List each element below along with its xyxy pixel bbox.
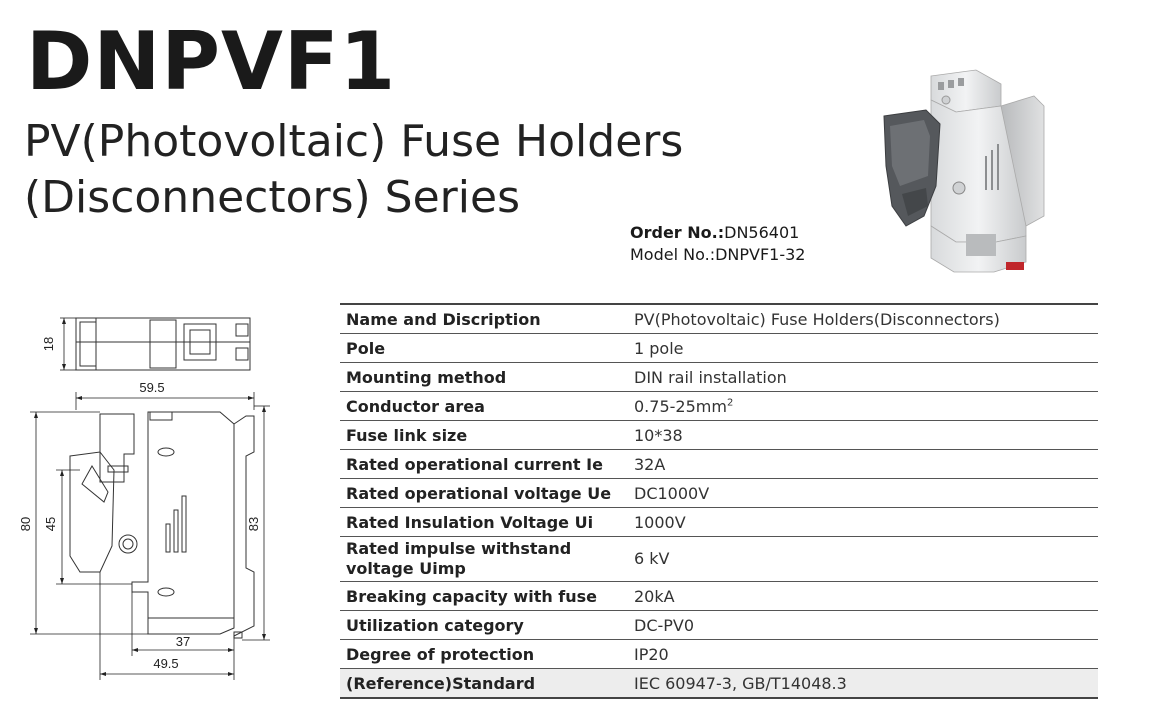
- spec-key: Breaking capacity with fuse: [340, 581, 622, 611]
- dim-80: 80: [20, 517, 33, 531]
- conductor-area-value: 0.75-25mm: [634, 396, 727, 416]
- spec-key-line-1: Rated impulse withstand: [346, 539, 572, 558]
- subtitle-line-2: (Disconnectors) Series: [24, 172, 520, 223]
- spec-value: 1000V: [622, 507, 1098, 537]
- dim-83: 83: [246, 517, 261, 531]
- subtitle-line-1: PV(Photovoltaic) Fuse Holders: [24, 116, 684, 167]
- spec-value: 32A: [622, 449, 1098, 479]
- spec-key: Conductor area: [340, 391, 622, 421]
- dim-18: 18: [41, 337, 56, 351]
- spec-value: 1 pole: [622, 333, 1098, 363]
- order-number-value: DN56401: [724, 223, 800, 242]
- spec-key: Rated operational current Ie: [340, 449, 622, 479]
- model-number-value: DNPVF1-32: [715, 245, 806, 264]
- dim-37: 37: [176, 634, 190, 649]
- spec-key-line-2: voltage Uimp: [346, 559, 466, 578]
- model-number: Model No.:DNPVF1-32: [630, 244, 805, 266]
- product-image: [883, 69, 1045, 273]
- order-info: Order No.:DN56401 Model No.:DNPVF1-32: [630, 222, 805, 266]
- spec-value: 0.75-25mm2: [622, 391, 1098, 421]
- top-view-outline: [75, 317, 251, 371]
- superscript: 2: [726, 397, 734, 409]
- spec-key: Utilization category: [340, 610, 622, 640]
- spec-key: Pole: [340, 333, 622, 363]
- spec-value: 6 kV: [622, 536, 1098, 582]
- side-view-outline: [99, 413, 135, 483]
- spec-key: (Reference)Standard: [340, 668, 622, 699]
- spec-key: Degree of protection: [340, 639, 622, 669]
- spec-value: DC1000V: [622, 478, 1098, 508]
- spec-key: Name and Discription: [340, 303, 622, 334]
- product-subtitle: PV(Photovoltaic) Fuse Holders (Disconnec…: [24, 114, 683, 226]
- dim-59-5: 59.5: [139, 380, 164, 395]
- model-number-label: Model No.:: [630, 245, 716, 264]
- spec-key: Fuse link size: [340, 420, 622, 450]
- spec-key: Mounting method: [340, 362, 622, 392]
- spec-value: IP20: [622, 639, 1098, 669]
- spec-key: Rated operational voltage Ue: [340, 478, 622, 508]
- dimension-drawing: 18 59.5 80 45 83 37 49.5: [20, 317, 270, 680]
- spec-value: IEC 60947-3, GB/T14048.3: [622, 668, 1098, 699]
- order-number: Order No.:DN56401: [630, 222, 805, 244]
- product-title: DNPVF1: [26, 15, 397, 108]
- spec-value: DC-PV0: [622, 610, 1098, 640]
- spec-value: DIN rail installation: [622, 362, 1098, 392]
- order-number-label: Order No.:: [630, 223, 725, 242]
- spec-value: 10*38: [622, 420, 1098, 450]
- spec-value: PV(Photovoltaic) Fuse Holders(Disconnect…: [622, 303, 1098, 334]
- spec-key: Rated Insulation Voltage Ui: [340, 507, 622, 537]
- spec-value: 20kA: [622, 581, 1098, 611]
- dim-49-5: 49.5: [153, 656, 178, 671]
- dim-45: 45: [43, 517, 58, 531]
